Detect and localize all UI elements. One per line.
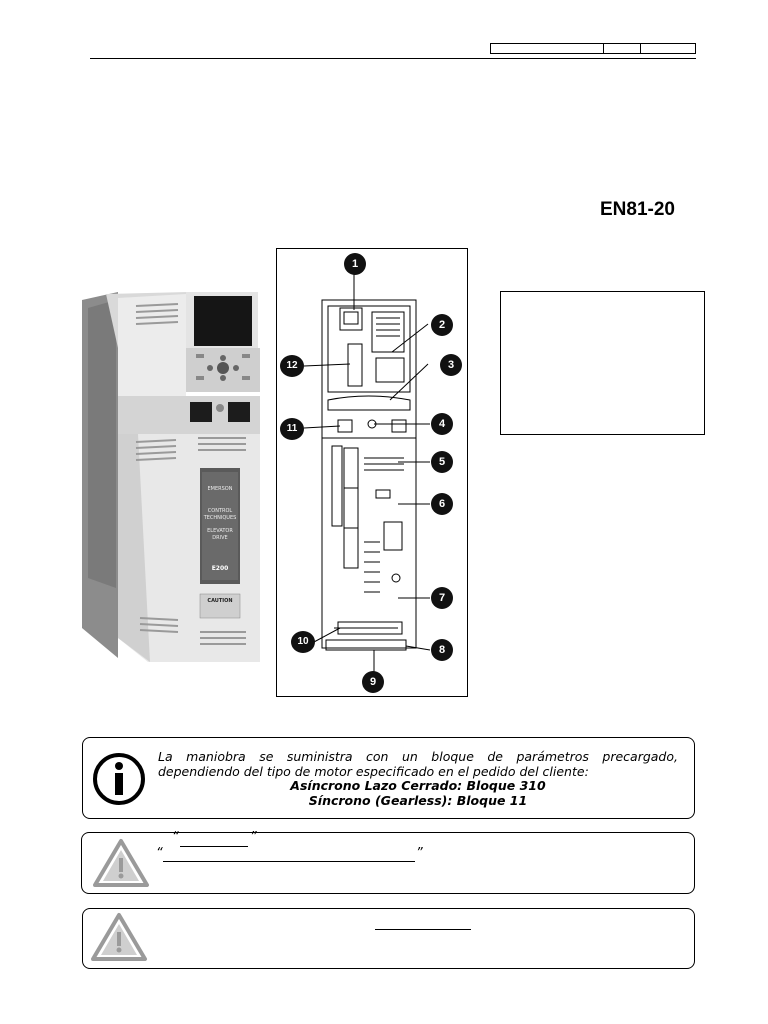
drive-label-line3: ELEVATOR [207,528,233,534]
header-field-box-2 [603,43,641,54]
warning-1-open-quote-2: “ [156,846,163,861]
info-text-line-2: dependiendo del tipo de motor especifica… [158,764,589,779]
callout-8: 8 [431,639,453,661]
info-notice [82,737,695,819]
warning-1-blank-1 [180,846,248,847]
info-text-line-3: Asíncrono Lazo Cerrado: Bloque 310 [290,778,546,793]
warning-triangle-icon [91,913,147,961]
info-text-line-1: La maniobra se suministra con un bloque … [158,749,678,764]
callout-1: 1 [344,253,366,275]
drive-label-line4: DRIVE [212,535,228,541]
header-field-box-3 [640,43,696,54]
warning-1-open-quote-1: “ [172,830,179,845]
drive-label-line2: TECHNIQUES [203,515,237,521]
callout-6: 6 [431,493,453,515]
warning-1-close-quote-2: ” [416,846,423,861]
drive-brand-label: EMERSON [207,486,233,492]
callout-12: 12 [280,355,304,377]
callout-11: 11 [280,418,304,440]
drive-label-line1: CONTROL [207,508,233,514]
header-field-box-1 [490,43,604,54]
callout-5: 5 [431,451,453,473]
info-icon [93,753,145,805]
drive-caution-label: CAUTION [207,598,233,604]
callout-2: 2 [431,314,453,336]
callout-7: 7 [431,587,453,609]
document-code: EN81-20 [600,199,675,220]
callout-9: 9 [362,671,384,693]
drive-model-label: E200 [211,565,229,572]
warning-notice-1 [81,832,695,894]
callout-4: 4 [431,413,453,435]
warning-notice-2 [82,908,695,969]
callout-10: 10 [291,631,315,653]
empty-caption-box [500,291,705,435]
header-rule [90,58,696,59]
drive-photo [82,292,260,662]
warning-triangle-icon [93,839,149,887]
component-diagram [303,274,431,676]
callout-3: 3 [440,354,462,376]
warning-1-blank-2 [163,861,415,862]
warning-1-close-quote-1: ” [250,830,257,845]
warning-2-blank [375,929,471,930]
info-text-line-4: Síncrono (Gearless): Bloque 11 [308,793,528,808]
